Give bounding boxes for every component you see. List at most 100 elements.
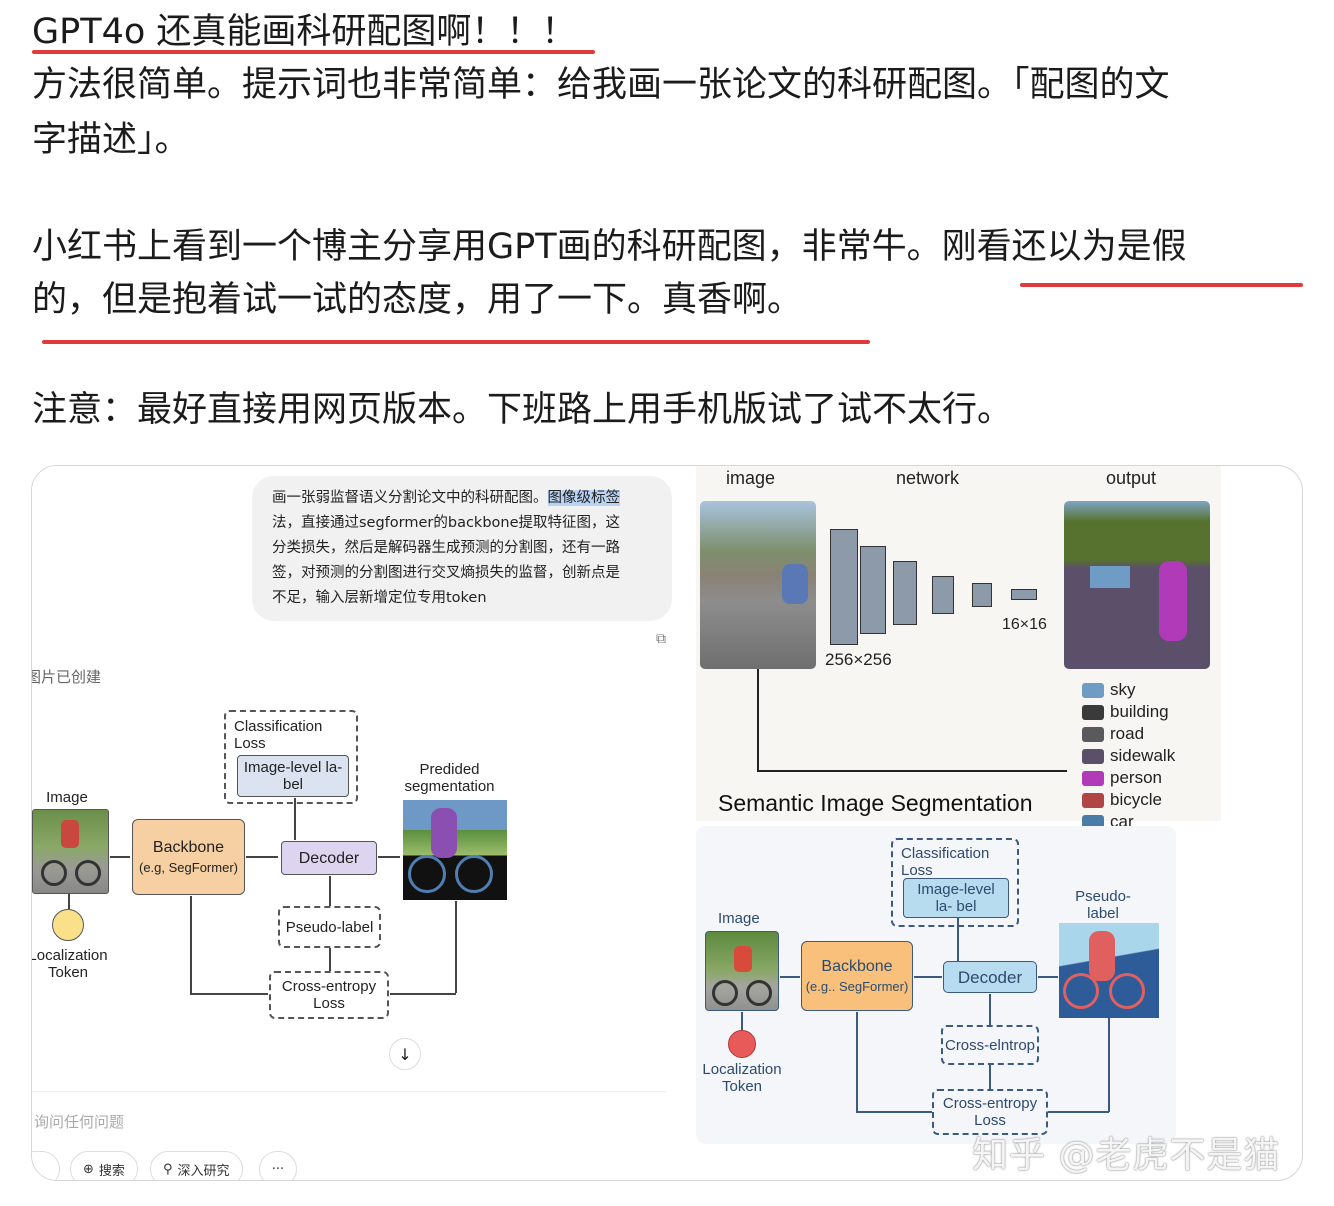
cross-entropy-box: Cross-entropy Loss bbox=[932, 1089, 1048, 1135]
text-underline bbox=[42, 340, 870, 344]
post-title: GPT4o 还真能画科研配图啊！！！ bbox=[32, 12, 577, 52]
col-network: network bbox=[896, 468, 960, 488]
copy-icon[interactable]: ⧉ bbox=[656, 631, 666, 647]
segmentation-output bbox=[1064, 501, 1210, 669]
pseudo-label-image bbox=[1059, 923, 1159, 1018]
globe-icon: ⊕ bbox=[83, 1161, 94, 1177]
predicted-seg-label: Predided segmentation bbox=[404, 761, 495, 795]
arrow bbox=[741, 1012, 743, 1030]
prompt-bubble: 画一张弱监督语义分割论文中的科研配图。图像级标签 法，直接通过segformer… bbox=[252, 476, 672, 621]
arrow bbox=[856, 1012, 858, 1112]
arrow bbox=[989, 994, 991, 1025]
arrow bbox=[914, 976, 942, 978]
legend-swatch bbox=[1082, 748, 1104, 764]
arrow bbox=[190, 896, 192, 993]
arrow bbox=[1038, 976, 1058, 978]
chat-input[interactable]: 询问任何问题 bbox=[34, 1113, 125, 1131]
cls-loss-label: Classification Loss bbox=[901, 845, 990, 879]
search-label: 搜索 bbox=[98, 1163, 125, 1179]
arrow bbox=[757, 770, 1067, 772]
network-layer bbox=[893, 561, 917, 625]
backbone-label: Backbone bbox=[152, 838, 225, 856]
arrow bbox=[190, 993, 268, 995]
prompt-line: 签，对预测的分割图进行交叉熵损失的监督，创新点是 bbox=[272, 565, 620, 581]
token-circle bbox=[52, 909, 84, 941]
divider bbox=[32, 1091, 666, 1092]
legend-label: road bbox=[1110, 724, 1145, 743]
deep-research-button[interactable]: ⚲深入研究 bbox=[150, 1151, 243, 1180]
legend-label: person bbox=[1110, 768, 1162, 787]
legend-item: road bbox=[1082, 723, 1144, 745]
title-underline bbox=[32, 50, 595, 54]
cross-entropy-box: Cross-entropy Loss bbox=[269, 971, 389, 1019]
cyclist-photo bbox=[705, 931, 779, 1011]
scroll-down-button[interactable]: ↓ bbox=[389, 1038, 421, 1070]
arrow-down-icon: ↓ bbox=[398, 1044, 412, 1064]
post-paragraph: 方法很简单。提示词也非常简单：给我画一张论文的科研配图。「配图的文 bbox=[32, 65, 1170, 105]
legend-item: bicycle bbox=[1082, 789, 1162, 811]
add-button[interactable]: + bbox=[32, 1151, 60, 1180]
text-underline bbox=[1020, 283, 1303, 287]
legend-label: sidewalk bbox=[1110, 746, 1176, 765]
legend-swatch bbox=[1082, 792, 1104, 808]
segmentation-figure: image network output 256×256 16×16 Seman… bbox=[696, 466, 1221, 831]
size-out: 16×16 bbox=[1002, 616, 1047, 633]
arrow bbox=[856, 1111, 932, 1113]
image-label: Image bbox=[46, 789, 88, 806]
legend-item: person bbox=[1082, 767, 1162, 789]
network-layer bbox=[972, 583, 992, 607]
predicted-seg-image bbox=[403, 800, 507, 900]
token-label: Localization Token bbox=[702, 1061, 782, 1095]
arrow bbox=[957, 918, 959, 961]
col-image: image bbox=[726, 468, 776, 488]
arrow bbox=[989, 1065, 991, 1089]
legend-swatch bbox=[1082, 814, 1104, 830]
arrow bbox=[780, 976, 800, 978]
cross-entropy-partial-box: Cross-elntrop bbox=[941, 1025, 1039, 1065]
search-tool-button[interactable]: ⊕搜索 bbox=[70, 1151, 138, 1180]
more-button[interactable]: ··· bbox=[259, 1151, 297, 1180]
refined-diagram: Image Backbone(e.g.. SegFormer) Classifi… bbox=[696, 826, 1176, 1144]
arrow bbox=[329, 948, 331, 971]
legend-swatch bbox=[1082, 770, 1104, 786]
backbone-box: Backbone(e.g.. SegFormer) bbox=[801, 941, 913, 1011]
pseudo-label-title: Pseudo- label bbox=[1075, 888, 1131, 922]
watermark: 知乎 @老虎不是猫 bbox=[972, 1135, 1281, 1176]
network-layer bbox=[1011, 589, 1037, 600]
prompt-line: 法，直接通过segformer的backbone提取特征图，这 bbox=[272, 515, 621, 531]
arrow bbox=[1108, 1018, 1110, 1112]
pseudo-label-box: Pseudo-label bbox=[278, 906, 381, 948]
backbone-box: Backbone (e.g, SegFormer) bbox=[132, 819, 245, 895]
arrow bbox=[757, 669, 759, 771]
backbone-sub: (e.g.. SegFormer) bbox=[805, 978, 909, 994]
text-segment: 小红书上看到一个博主分享用GPT画的科研配图，非常牛。 bbox=[32, 227, 942, 267]
post-paragraph: 小红书上看到一个博主分享用GPT画的科研配图，非常牛。刚看还以为是假 bbox=[32, 225, 1187, 269]
legend-label: building bbox=[1110, 702, 1169, 721]
arrow bbox=[110, 856, 130, 858]
token-circle bbox=[728, 1030, 756, 1058]
legend-swatch bbox=[1082, 704, 1104, 720]
legend-label: sky bbox=[1110, 680, 1136, 699]
network-layer bbox=[830, 529, 858, 645]
size-in: 256×256 bbox=[825, 650, 892, 669]
arrow bbox=[1048, 1111, 1109, 1113]
col-output: output bbox=[1106, 468, 1157, 488]
legend-swatch bbox=[1082, 726, 1104, 742]
cyclist-photo bbox=[32, 809, 109, 894]
decoder-box: Decoder bbox=[281, 841, 377, 875]
chat-screenshot: 画一张弱监督语义分割论文中的科研配图。图像级标签 法，直接通过segformer… bbox=[31, 466, 672, 1180]
network-layer bbox=[860, 546, 886, 634]
post-image[interactable]: 画一张弱监督语义分割论文中的科研配图。图像级标签 法，直接通过segformer… bbox=[31, 465, 1303, 1181]
legend-label: bicycle bbox=[1110, 790, 1162, 809]
status-text: 图片已创建 bbox=[31, 668, 102, 686]
classification-loss-box: Classification Loss bbox=[891, 838, 1019, 927]
deep-research-label: 深入研究 bbox=[177, 1163, 230, 1179]
text-segment: 刚看还以为是假 bbox=[941, 227, 1187, 267]
token-label: Localization Token bbox=[31, 947, 108, 981]
arrow bbox=[390, 993, 456, 995]
cls-loss-label: Classification Loss bbox=[234, 718, 323, 752]
prompt-line: 不足，输入层新增定位专用token bbox=[272, 590, 487, 606]
post-paragraph: 字描述」。 bbox=[32, 120, 190, 160]
figure-title: Semantic Image Segmentation bbox=[718, 790, 1033, 816]
backbone-sub: (e.g, SegFormer) bbox=[139, 859, 238, 875]
